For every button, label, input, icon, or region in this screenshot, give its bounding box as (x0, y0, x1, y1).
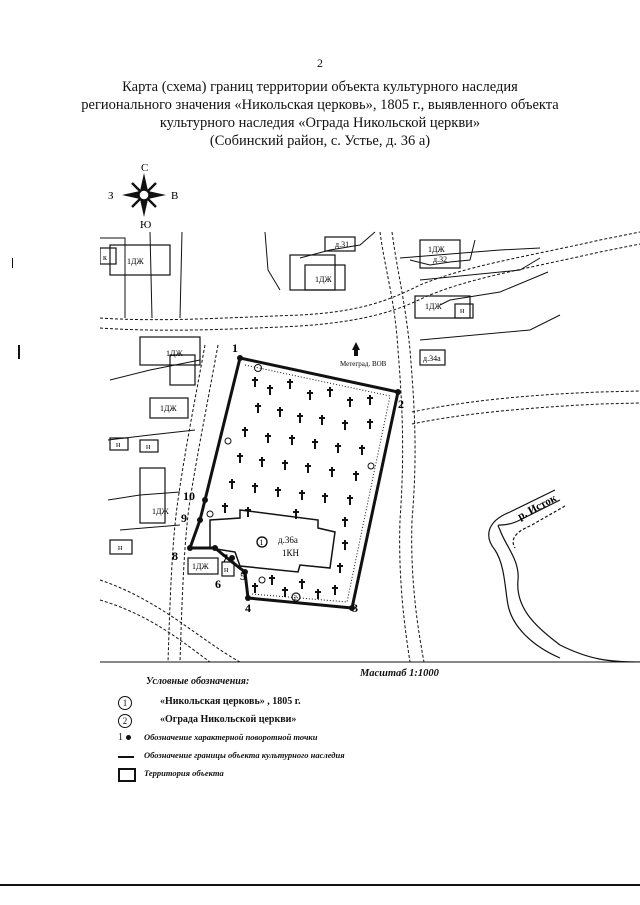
house-label: 1ДЖ (425, 302, 442, 311)
object-territory-boundary (187, 356, 400, 610)
point-label: 5 (240, 569, 246, 583)
house-label: н (146, 442, 151, 451)
point-label: 9 (181, 511, 187, 525)
house-label: д.31 (335, 240, 349, 249)
title-line: культурного наследия «Ограда Никольской … (159, 115, 481, 131)
house-label: д.34а (423, 354, 441, 363)
house-label: 1ДЖ (428, 245, 445, 254)
point-label: 3 (352, 601, 358, 615)
turning-points (187, 355, 401, 611)
compass-north: С (141, 162, 148, 174)
houses (100, 236, 474, 577)
point-label: 1 (232, 341, 238, 355)
legend-text: Обозначение характерной поворотной точки (144, 732, 318, 742)
house-label: н (224, 565, 229, 574)
title-line: (Собинский район, с. Устье, д. 36 а) (209, 133, 431, 149)
point-label: 6 (215, 577, 221, 591)
left-margin-mark (18, 345, 20, 359)
church-kn: 1КН (282, 548, 300, 558)
compass-rose: С Ю З В (108, 162, 178, 231)
house-label: 1ДЖ (192, 562, 209, 571)
grave-crosses (221, 376, 374, 600)
title-line: регионального значения «Никольская церко… (81, 97, 559, 113)
compass-west: З (108, 190, 114, 202)
legend-text: «Никольская церковь» , 1805 г. (160, 696, 301, 707)
house-label: 1ДЖ (127, 257, 144, 266)
map-title: Карта (схема) границ территории объекта … (60, 78, 580, 150)
bottom-rule (0, 884, 640, 886)
house-label: н (116, 440, 121, 449)
site-map: С Ю З В (100, 162, 640, 663)
river-label: р. Исток (516, 492, 559, 523)
point-label: 4 (245, 601, 251, 615)
house-label: 1ДЖ (160, 404, 177, 413)
legend-title: Условные обозначения: (146, 676, 250, 687)
legend-text: «Ограда Никольской церкви» (160, 714, 297, 725)
house-labels: к 1ДЖ д.31 1ДЖ 1ДЖ д.32 1ДЖ н д.34а 1ДЖ … (103, 240, 465, 574)
compass-star-icon (122, 173, 166, 217)
legend-text: Территория объекта (144, 768, 224, 778)
legend-circle-icon: 2 (118, 714, 138, 728)
house-label: д.32 (433, 255, 447, 264)
house-label: 1ДЖ (152, 507, 169, 516)
compass-east: В (171, 190, 178, 202)
point-label: 10 (183, 489, 195, 503)
legend-line-icon (118, 750, 138, 764)
turning-point-labels: 1 2 3 4 5 6 7 8 9 10 (172, 341, 404, 615)
legend-text: Обозначение границы объекта культурного … (144, 750, 345, 760)
legend-square-icon (118, 768, 138, 782)
point-label: 2 (398, 397, 404, 411)
page-number: 2 (317, 56, 323, 70)
point-label: 8 (172, 549, 178, 563)
house-label: н (118, 543, 123, 552)
memorial-label: Метеград. ВОВ (340, 360, 387, 368)
house-label: к (103, 253, 107, 262)
fence-number: 2 (294, 594, 298, 602)
legend-point-icon: 1 (118, 732, 138, 746)
church-address: д.36а (278, 535, 298, 545)
house-label: 1ДЖ (166, 349, 183, 358)
compass-south: Ю (140, 219, 151, 231)
map-scale: Масштаб 1:1000 (360, 668, 439, 679)
point-label: 7 (222, 551, 228, 565)
legend-circle-icon: 1 (118, 696, 138, 710)
church-building (209, 509, 336, 573)
river (488, 489, 640, 662)
house-label: н (460, 306, 465, 315)
church-number: 1 (260, 538, 264, 547)
left-margin-mark (12, 258, 13, 268)
title-line: Карта (схема) границ территории объекта … (122, 79, 518, 95)
memorial-icon (352, 342, 360, 356)
house-label: 1ДЖ (315, 275, 332, 284)
